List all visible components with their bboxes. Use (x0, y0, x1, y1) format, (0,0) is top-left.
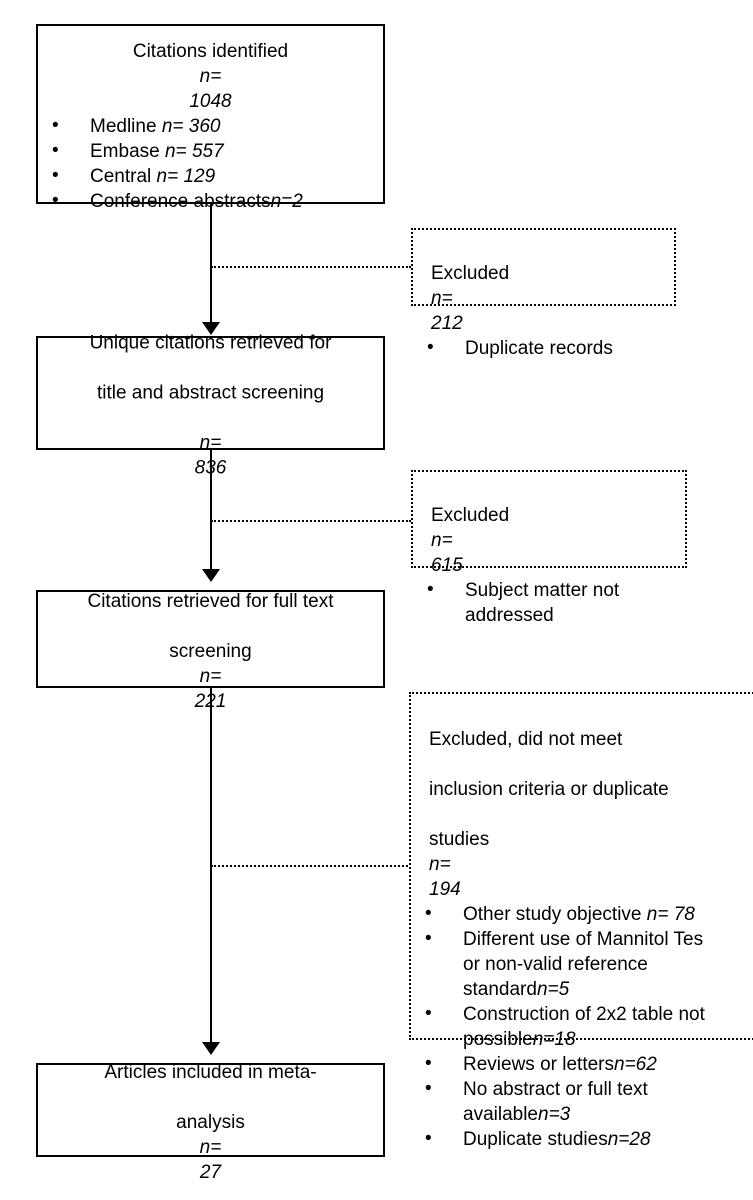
list-item: Conference abstractsn=2 (38, 188, 383, 214)
list-item: Embase n= 557 (38, 138, 383, 164)
stage-title-fulltext: Citations retrieved for full text screen… (87, 591, 334, 712)
arrowhead-included (202, 1042, 220, 1055)
exclusion-box-duplicates: Excluded n= 212 Duplicate records (411, 228, 676, 360)
stage-box-screening: Unique citations retrieved for title and… (36, 333, 385, 479)
list-item: Duplicate studiesn=28 (411, 1126, 753, 1152)
exclusion-items-subject-matter: Subject matter not addressed (413, 577, 685, 628)
branch-to-excluded-duplicates (211, 266, 411, 268)
exclusion-title-duplicates: Excluded n= 212 (431, 263, 510, 334)
stage-title-screening: Unique citations retrieved for title and… (89, 332, 332, 479)
list-item: Medline n= 360 (38, 113, 383, 139)
stage-box-included: Articles included in meta- analysis n= 2… (36, 1062, 385, 1183)
branch-to-excluded-criteria (211, 865, 411, 867)
stage-title-included: Articles included in meta- analysis n= 2… (104, 1062, 317, 1183)
exclusion-box-inclusion-criteria: Excluded, did not meet inclusion criteri… (409, 692, 753, 1151)
connector-screening-to-fulltext (210, 450, 212, 577)
list-item: Subject matter not addressed (413, 577, 645, 628)
list-item: Central n= 129 (38, 163, 383, 189)
branch-to-excluded-subject (211, 520, 411, 522)
exclusion-title-inclusion-criteria: Excluded, did not meet inclusion criteri… (429, 729, 669, 900)
connector-fulltext-to-included (210, 688, 212, 1050)
list-item: No abstract or full text availablen=3 (411, 1076, 753, 1127)
exclusion-box-subject-matter: Excluded n= 615 Subject matter not addre… (411, 470, 687, 626)
list-item: Duplicate records (413, 335, 674, 361)
exclusion-title-subject-matter: Excluded n= 615 (431, 505, 510, 576)
stage-items-identification: Medline n= 360 Embase n= 557 Central n= … (38, 113, 383, 214)
list-item: Construction of 2x2 table not possiblen=… (411, 1001, 753, 1052)
exclusion-items-duplicates: Duplicate records (413, 335, 674, 361)
arrowhead-fulltext (202, 569, 220, 582)
stage-box-identification: Citations identified n= 1048 Medline n= … (36, 24, 385, 213)
list-item: Other study objective n= 78 (411, 901, 753, 927)
arrowhead-screening (202, 322, 220, 335)
list-item: Different use of Mannitol Tes or non-val… (411, 926, 753, 1002)
stage-box-fulltext: Citations retrieved for full text screen… (36, 590, 385, 712)
stage-title-identification: Citations identified n= 1048 (132, 41, 289, 112)
exclusion-items-inclusion-criteria: Other study objective n= 78 Different us… (411, 901, 753, 1152)
list-item: Reviews or lettersn=62 (411, 1051, 753, 1077)
